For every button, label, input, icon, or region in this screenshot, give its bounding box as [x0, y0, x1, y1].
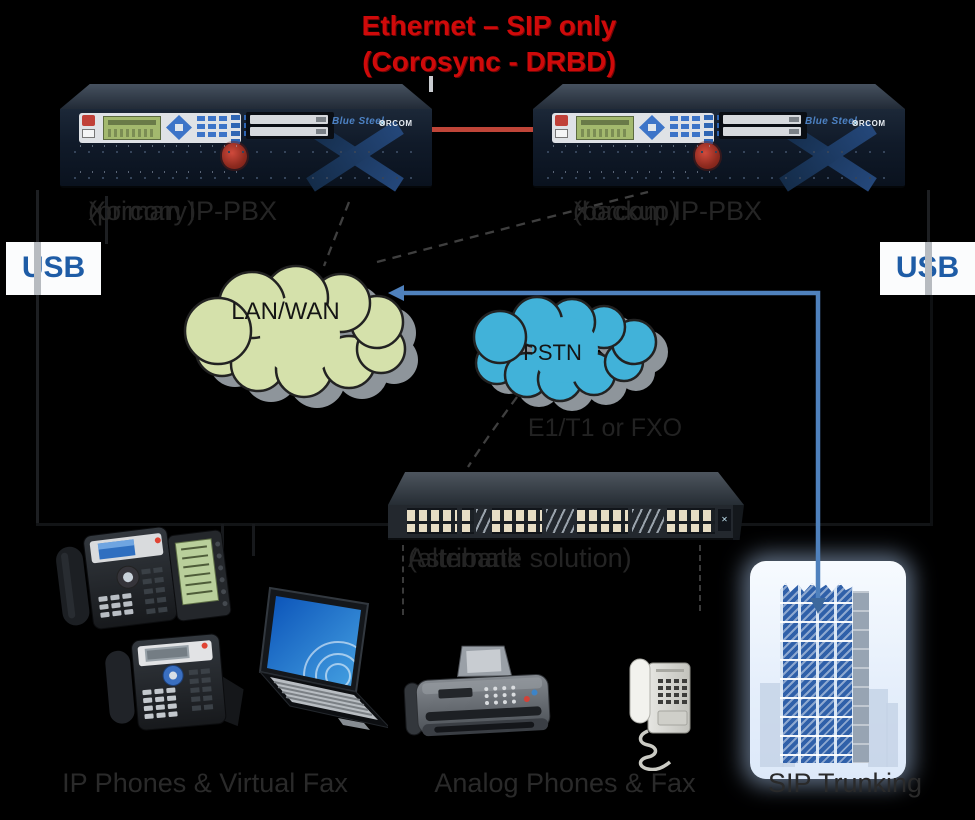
- usb-cable-left: [105, 196, 108, 244]
- pbx-face: Blue Steel ✕ORCOM: [60, 109, 432, 192]
- drive-tray: [723, 115, 801, 124]
- diagram-title-line1: Ethernet – SIP only: [361, 10, 617, 41]
- rj45-port-group: [667, 508, 715, 534]
- screw-dots-row: [547, 177, 887, 179]
- drive-tray: [250, 127, 328, 136]
- pbx-top: [533, 84, 905, 109]
- building-tower: [780, 583, 853, 763]
- rj45-port-single: [462, 508, 474, 534]
- pstn-cloud: [472, 295, 658, 403]
- rj45-port-group: [407, 508, 457, 534]
- usb-port: [555, 129, 568, 138]
- rj45-port-group: [577, 508, 628, 534]
- skyline-bar: [868, 689, 888, 767]
- lcd-display: [103, 116, 161, 140]
- usb-port: [82, 129, 95, 138]
- laptop: [258, 586, 388, 730]
- drive-tray: [723, 127, 801, 136]
- pbx-primary-device: Blue Steel ✕ORCOM: [60, 84, 432, 192]
- pbx-backup-name: Xorcom IP-PBX: [573, 196, 763, 226]
- usb-box-left: USB: [6, 242, 101, 295]
- pbx-backup-device: Blue Steel ✕ORCOM: [533, 84, 905, 192]
- pstn-label: PSTN: [523, 340, 582, 365]
- ip-phones-image: [55, 526, 388, 731]
- port-label-row: [553, 145, 713, 147]
- nav-pad: [166, 115, 192, 140]
- power-button: [82, 115, 95, 126]
- right-border-line: [930, 295, 933, 526]
- screw-dots-row: [74, 151, 414, 153]
- pbx-top: [60, 84, 432, 109]
- sip-trunking-label: SIP Trunking: [767, 768, 923, 798]
- astribank-name: Astribank: [408, 543, 521, 573]
- nav-pad: [639, 115, 665, 140]
- ip-phones-label: IP Phones & Virtual Fax: [62, 768, 348, 798]
- screw-dots-row: [74, 177, 414, 179]
- pbx-primary-name: Xorcom IP-PBX: [88, 196, 278, 226]
- fax-image: [403, 645, 551, 737]
- pbx-face: Blue Steel ✕ORCOM: [533, 109, 905, 192]
- port-label-row: [80, 145, 240, 147]
- e1t1-label: E1/T1 or FXO: [527, 414, 683, 442]
- front-panel: [79, 113, 241, 143]
- power-button: [555, 115, 568, 126]
- arrowhead-down: [810, 598, 826, 614]
- port-label-row: [553, 171, 713, 173]
- side-keys: [704, 115, 713, 120]
- astribank-top: [388, 472, 744, 505]
- analog-phones-label: Analog Phones & Fax: [434, 768, 696, 798]
- arrowhead-left: [388, 285, 404, 301]
- xorcom-logo-badge: ✕: [718, 509, 731, 531]
- blue-steel-brand: Blue Steel: [805, 116, 858, 127]
- drive-tray: [250, 115, 328, 124]
- ip-phone-console: [55, 526, 232, 630]
- red-seal: [695, 143, 720, 169]
- screw-dots-row: [547, 151, 887, 153]
- usb-line-right: [925, 242, 932, 295]
- skyline-bar: [886, 703, 898, 767]
- hatch-stripes: [546, 509, 574, 533]
- ethernet-link-line: [428, 127, 546, 132]
- alt-solution-dash-right: [699, 545, 701, 611]
- ethernet-tick: [429, 76, 433, 92]
- alt-solution-dash-left: [402, 545, 404, 615]
- astribank-role: (alternate solution): [408, 543, 632, 573]
- rj45-port-group: [492, 508, 542, 534]
- astribank-device: ✕: [388, 472, 744, 542]
- drive-bays: [719, 112, 807, 139]
- red-seal: [222, 143, 247, 169]
- hatch-stripes: [476, 509, 490, 533]
- sip-building: [750, 561, 906, 779]
- side-keys: [231, 115, 240, 120]
- lcd-display: [576, 116, 634, 140]
- left-border-line: [36, 190, 39, 526]
- building-tower-side: [853, 591, 869, 763]
- pbx-backup-role: (backup): [573, 196, 679, 226]
- port-label-row: [80, 171, 240, 173]
- usb-line-left: [34, 242, 41, 295]
- hatch-stripes: [632, 509, 664, 533]
- keypad: [670, 116, 678, 121]
- drive-bays: [246, 112, 334, 139]
- front-panel: [552, 113, 714, 143]
- keypad: [197, 116, 205, 121]
- lanwan-label: LAN/WAN: [231, 298, 340, 325]
- blue-steel-brand: Blue Steel: [332, 116, 385, 127]
- pbx-primary-role: (primary): [88, 196, 196, 226]
- usb-cable-right: [927, 190, 930, 244]
- analog-phone-image: [629, 658, 691, 771]
- diagram-title-line2: (Corosync - DRBD): [362, 46, 616, 77]
- phone-drop-line-2: [252, 524, 255, 556]
- ip-phone: [104, 633, 244, 731]
- astribank-side: [733, 505, 744, 540]
- lanwan-cloud: [183, 264, 407, 399]
